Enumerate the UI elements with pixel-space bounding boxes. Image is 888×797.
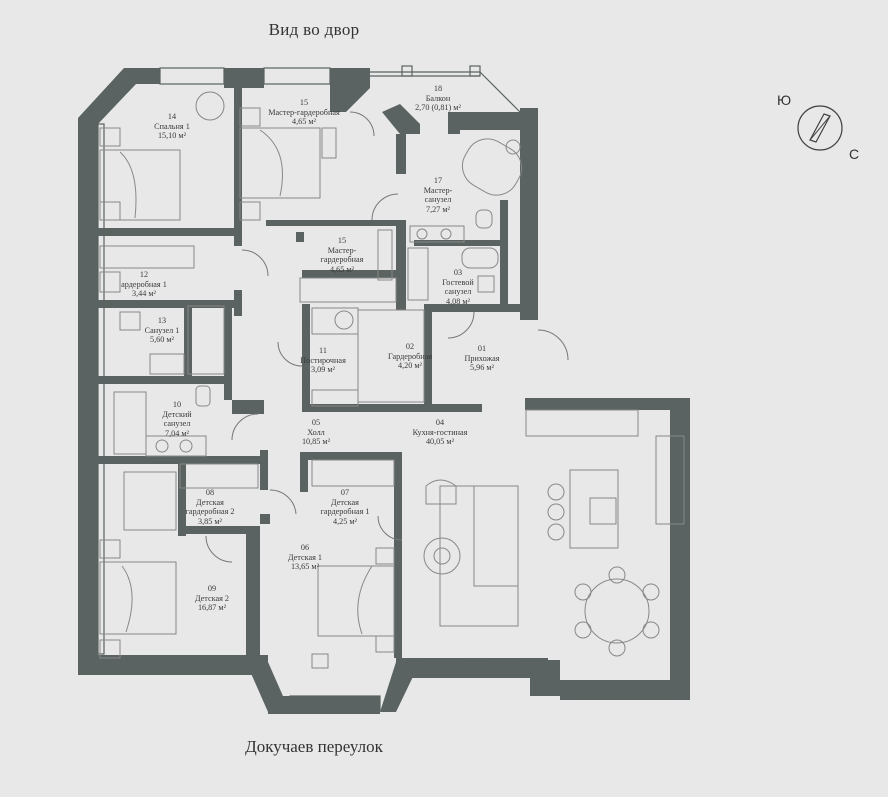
caption-street-name: Докучаев переулок xyxy=(245,737,383,756)
compass-south-letter: Ю xyxy=(777,92,792,108)
windows xyxy=(97,65,671,711)
caption-yard-view: Вид во двор xyxy=(268,20,360,39)
furniture xyxy=(99,91,685,669)
compass-icon xyxy=(797,105,843,151)
walls xyxy=(78,68,690,714)
door-swings xyxy=(205,111,569,563)
compass-north-letter: С xyxy=(849,146,860,162)
